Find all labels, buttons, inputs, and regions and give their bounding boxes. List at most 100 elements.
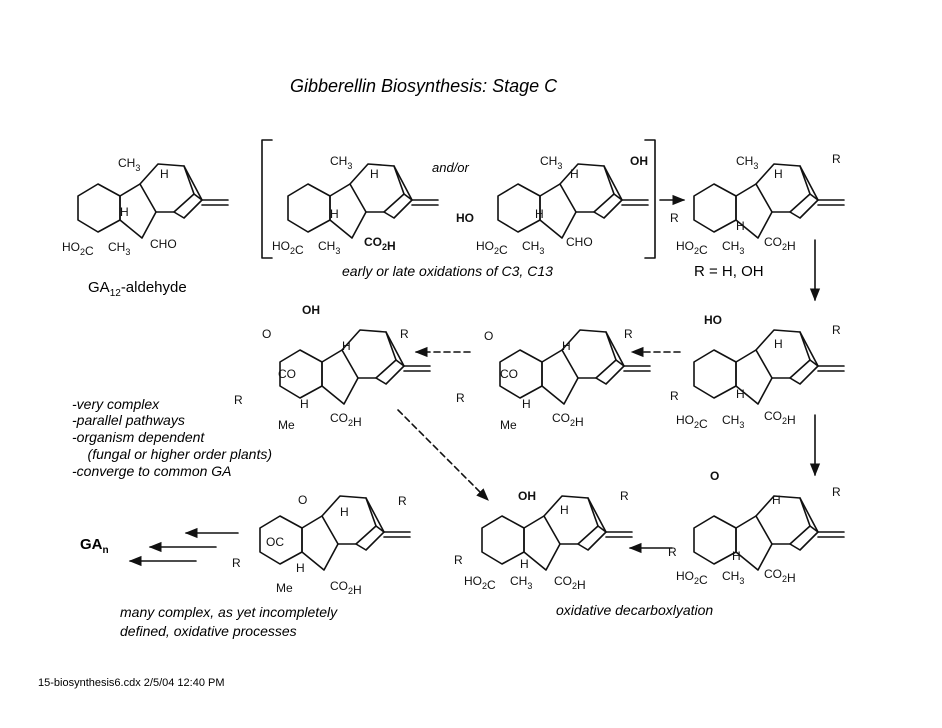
- bond-path: [173, 199, 203, 219]
- bracket-right: [644, 139, 656, 259]
- bond-path: [375, 525, 385, 533]
- bond-path: [809, 193, 819, 201]
- bond-path: [287, 183, 331, 233]
- bond-path: [789, 365, 819, 385]
- bond-path: [755, 495, 811, 545]
- label-h-ring: H: [772, 493, 781, 507]
- label-r-left: R: [234, 393, 243, 407]
- label-h-ring: H: [370, 167, 379, 181]
- bond-path: [523, 515, 561, 571]
- bond-path: [799, 165, 819, 201]
- bond-path: [613, 193, 623, 201]
- label-r-top: R: [620, 489, 629, 503]
- label-ho-red: HO: [704, 313, 722, 327]
- label-h-lower: H: [522, 397, 531, 411]
- oxidative-decarboxylation-caption: oxidative decarboxlyation: [556, 602, 713, 618]
- label-oh-blue: OH: [630, 154, 648, 168]
- label-r-left: R: [668, 545, 677, 559]
- bond-path: [481, 515, 525, 565]
- label-r-left: R: [454, 553, 463, 567]
- label-r-top: R: [832, 485, 841, 499]
- footer-filename: 15-biosynthesis6.cdx 2/5/04 12:40 PM: [38, 677, 225, 689]
- bond-path: [593, 199, 623, 219]
- bond-path: [799, 497, 819, 533]
- bond-path: [375, 365, 405, 385]
- label-ch3-bottom: CH3: [722, 569, 744, 586]
- label-cho: CHO: [150, 237, 177, 251]
- label-co2h-right: CO2H: [764, 235, 796, 253]
- label-co2h-right: CO2H: [330, 411, 362, 429]
- label-h-lower: H: [296, 561, 305, 575]
- label-co2h-red: CO2H: [364, 235, 396, 253]
- label-o-red: O: [710, 469, 719, 483]
- bond-path: [615, 359, 625, 367]
- bond-path: [755, 329, 811, 379]
- label-ch3-bottom: CH3: [522, 239, 544, 256]
- label-h-ring: H: [340, 505, 349, 519]
- bond-path: [735, 183, 773, 239]
- bond-path: [541, 349, 579, 405]
- label-h-ring: H: [560, 503, 569, 517]
- bond-path: [395, 359, 405, 367]
- bond-path: [561, 329, 617, 379]
- label-co2h-right: CO2H: [330, 579, 362, 597]
- label-ch3-top: CH3: [736, 154, 758, 171]
- r-definition: R = H, OH: [694, 263, 764, 280]
- label-r-left: R: [670, 389, 679, 403]
- label-co2h-bottom: HO2C: [62, 240, 94, 258]
- many-complex-caption-line-1: many complex, as yet incompletely: [120, 604, 338, 620]
- bond-path: [789, 531, 819, 551]
- bond-path: [587, 497, 607, 533]
- label-h-lower: H: [520, 557, 529, 571]
- bond-path: [539, 183, 577, 239]
- label-ch3-bottom: CH3: [510, 574, 532, 591]
- early-late-oxidation-caption: early or late oxidations of C3, C13: [342, 263, 553, 279]
- bond-path: [693, 515, 737, 565]
- ga12-aldehyde-caption: GA12-aldehyde: [88, 279, 187, 299]
- label-ch3-top: CH3: [330, 154, 352, 171]
- label-me: Me: [276, 581, 293, 595]
- bond-path: [789, 199, 819, 219]
- bond-path: [119, 183, 157, 239]
- label-co2h-right: CO2H: [554, 574, 586, 592]
- label-h-ring: H: [160, 167, 169, 181]
- bond-path: [543, 495, 599, 545]
- label-co-ring: CO: [500, 367, 518, 381]
- bond-path: [799, 331, 819, 367]
- bond-path: [693, 183, 737, 233]
- label-r-left: R: [456, 391, 465, 405]
- label-ch3-bottom: CH3: [722, 239, 744, 256]
- label-r-top: R: [400, 327, 409, 341]
- bond-path: [403, 193, 413, 201]
- note-line: -parallel pathways: [72, 412, 185, 428]
- label-h-ring: H: [342, 339, 351, 353]
- notes-block: -very complex -parallel pathways -organi…: [72, 396, 272, 479]
- label-r-top: R: [398, 494, 407, 508]
- bond-path: [693, 349, 737, 399]
- label-co2h-bottom: HO2C: [476, 239, 508, 257]
- label-co-ring: CO: [278, 367, 296, 381]
- bond-path: [603, 165, 623, 201]
- label-h-ring: H: [570, 167, 579, 181]
- label-co2h-right: CO2H: [764, 567, 796, 585]
- bond-path: [341, 329, 397, 379]
- label-cho: CHO: [566, 235, 593, 249]
- label-h-ring: H: [774, 337, 783, 351]
- label-co2h-right: CO2H: [764, 409, 796, 427]
- bond-path: [355, 531, 385, 551]
- label-co2h-bottom: HO2C: [676, 239, 708, 257]
- bond-path: [595, 365, 625, 385]
- bond-path: [393, 165, 413, 201]
- bond-path: [809, 525, 819, 533]
- label-ch3-bottom: CH3: [318, 239, 340, 256]
- bond-path: [329, 183, 367, 239]
